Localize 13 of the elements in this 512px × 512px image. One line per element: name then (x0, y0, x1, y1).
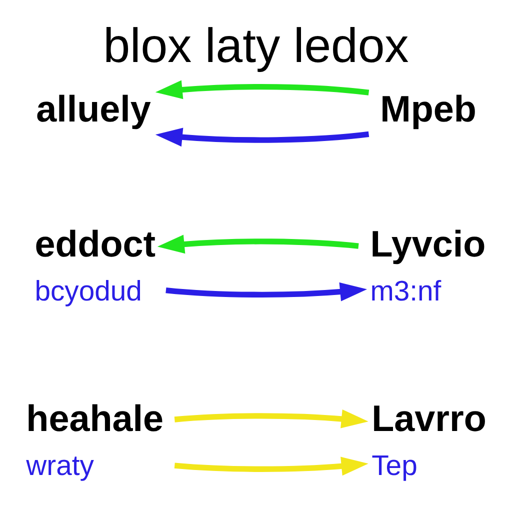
arrow (166, 282, 368, 302)
node-text: alluely (36, 88, 151, 130)
arrow (174, 409, 368, 428)
diagram-title: blox laty ledox (103, 18, 409, 73)
node-text: heahale wraty (26, 398, 164, 482)
arrow (155, 128, 370, 147)
node-text: Lyvcio m3:nf (370, 223, 486, 308)
arrow (174, 456, 368, 476)
arrow (155, 80, 370, 100)
node-text: Mpeb (380, 88, 476, 130)
arrow (157, 234, 359, 254)
node-text: Lavrro Tep (372, 398, 486, 482)
node-text: eddoct bcyodud (34, 223, 156, 308)
